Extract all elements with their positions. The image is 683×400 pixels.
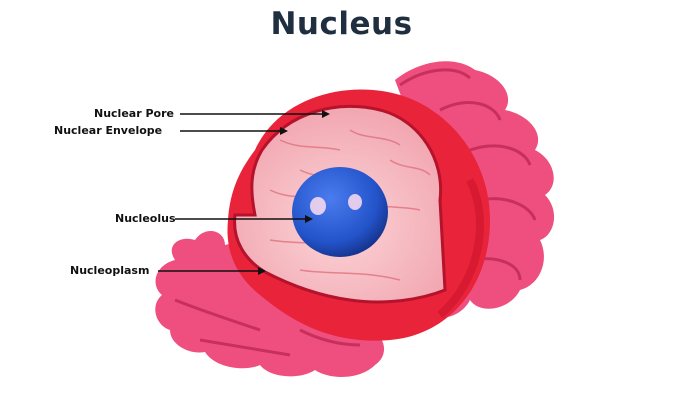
arrowhead-nucleolus [305,215,313,223]
label-nuclear-pore: Nuclear Pore [94,107,174,120]
label-nucleolus: Nucleolus [115,212,176,225]
arrowhead-pore [322,110,330,118]
arrowhead-nucleoplasm [258,267,266,275]
arrowhead-envelope [280,127,288,135]
label-arrows [158,110,330,275]
label-nucleoplasm: Nucleoplasm [70,264,150,277]
diagram-title: Nucleus [270,6,413,42]
nucleolus [292,167,388,257]
label-nuclear-envelope: Nuclear Envelope [54,124,163,137]
